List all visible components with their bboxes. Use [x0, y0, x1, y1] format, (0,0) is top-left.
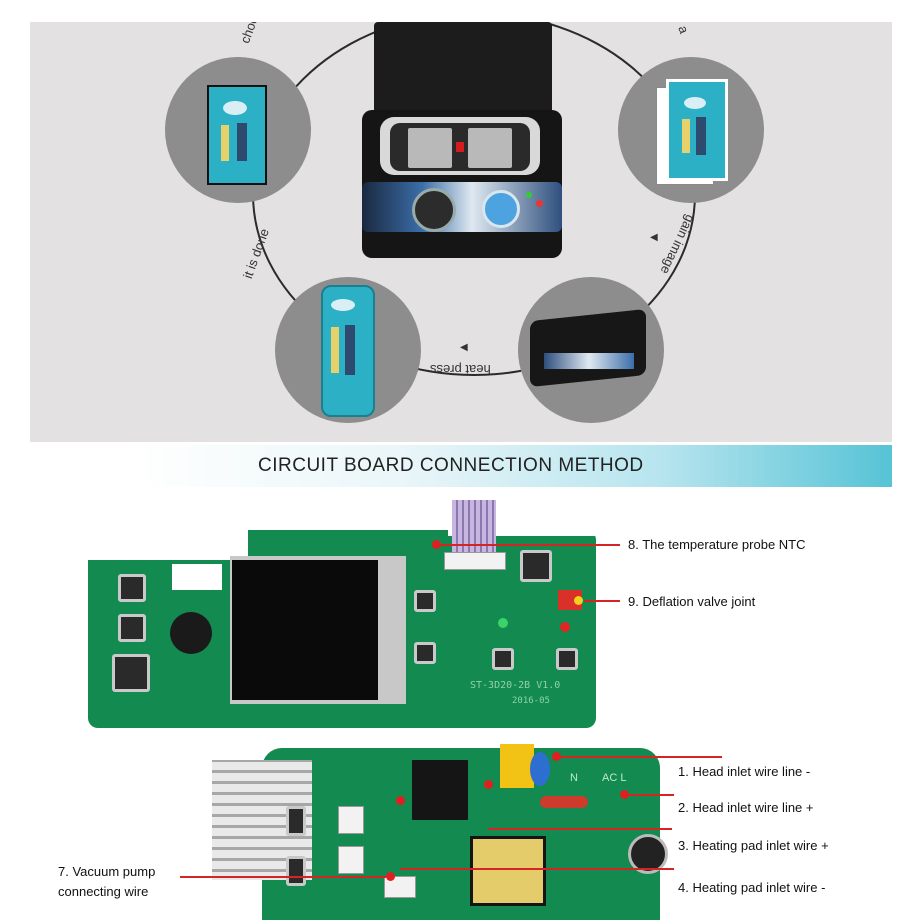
callout-temperature-probe: 8. The temperature probe NTC	[628, 537, 806, 552]
callout-marker-4	[396, 796, 405, 805]
arrow-icon: ◀	[650, 232, 658, 243]
tact-switch	[414, 590, 436, 612]
process-photo: choo a gain image heat press it is done …	[30, 22, 892, 442]
sublimation-machine	[356, 22, 568, 258]
callout-marker-1	[552, 752, 561, 761]
ntc-connector	[444, 552, 506, 570]
callout-marker-7	[386, 872, 395, 881]
tact-switch	[118, 574, 146, 602]
relay	[412, 760, 468, 820]
ac-marking: AC L	[602, 772, 627, 784]
callout-line-9	[584, 600, 620, 602]
step-label-choose: choo	[237, 22, 261, 46]
callout-line-1	[560, 756, 722, 758]
callout-heating-pad-plus: 3. Heating pad inlet wire +	[678, 838, 829, 853]
tact-switch	[286, 806, 306, 836]
step-phone-case-print	[165, 57, 311, 203]
model-sticker	[172, 564, 222, 590]
display-knob-icon	[482, 190, 520, 228]
step-label-heat-press: heat press	[430, 362, 491, 377]
tact-switch	[112, 654, 150, 692]
callout-marker-8	[432, 540, 441, 549]
white-connector	[338, 846, 364, 874]
control-board-upper: ST-3D20-2B V1.0 2016-05	[88, 500, 598, 728]
callout-heating-pad-minus: 4. Heating pad inlet wire -	[678, 880, 826, 895]
callout-vacuum-pump-line2: connecting wire	[58, 884, 149, 899]
pressure-gauge-icon	[412, 188, 456, 232]
pump-connector	[384, 876, 416, 898]
resistor	[540, 796, 588, 808]
tact-switch	[414, 642, 436, 664]
tact-switch	[286, 856, 306, 886]
board-model-text: ST-3D20-2B V1.0	[470, 680, 561, 691]
callout-marker-3	[484, 780, 493, 789]
callout-line-8	[440, 544, 620, 546]
buzzer	[170, 612, 212, 654]
tact-switch	[520, 550, 552, 582]
tact-switch	[556, 648, 578, 670]
section-banner	[135, 445, 892, 487]
step-label-top-right: a	[675, 23, 692, 36]
board-date-text: 2016-05	[512, 696, 550, 706]
electrolytic-capacitor	[628, 834, 668, 874]
section-title: CIRCUIT BOARD CONNECTION METHOD	[258, 455, 644, 476]
callout-vacuum-pump-line1: 7. Vacuum pump	[58, 864, 156, 879]
callout-line-7	[180, 876, 386, 878]
transformer	[470, 836, 546, 906]
tact-switch	[492, 648, 514, 670]
wire-bundle	[452, 500, 496, 552]
callout-head-inlet-plus: 2. Head inlet wire line +	[678, 800, 814, 815]
callout-marker-2	[620, 790, 629, 799]
n-marking: N	[570, 772, 578, 784]
step-finished-phone-case	[275, 277, 421, 423]
callout-deflation-valve: 9. Deflation valve joint	[628, 594, 756, 609]
fuse-capacitor	[500, 744, 534, 788]
step-film-alignment	[618, 57, 764, 203]
deflation-valve-connector	[558, 590, 582, 610]
arrow-icon: ◀	[460, 342, 468, 353]
callout-head-inlet-minus: 1. Head inlet wire line -	[678, 764, 811, 779]
machine-control-panel	[362, 182, 562, 232]
white-connector	[338, 806, 364, 834]
tact-switch	[118, 614, 146, 642]
callout-line-4	[400, 868, 674, 870]
callout-line-3	[488, 828, 672, 830]
blue-varistor	[530, 752, 550, 786]
callout-line-2	[628, 794, 674, 796]
step-heat-press-machine	[518, 277, 664, 423]
callout-marker-9	[574, 596, 583, 605]
